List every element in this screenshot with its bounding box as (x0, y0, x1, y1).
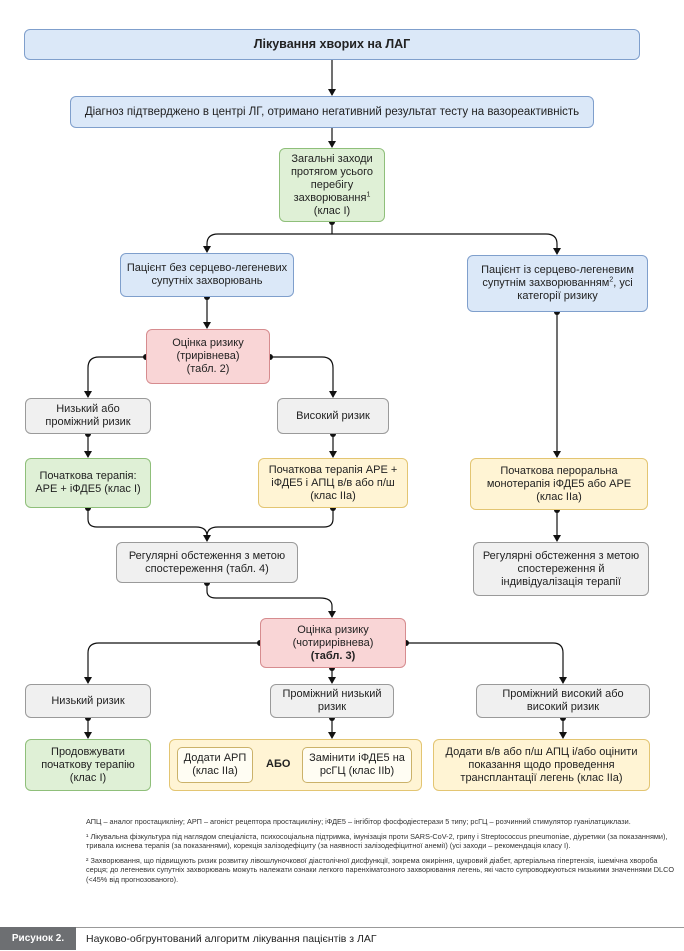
low-intermediate-risk-box: Низький або проміжний ризик (25, 398, 151, 434)
patient-comorbidity-box: Пацієнт із серцево-легеневим супутнім за… (467, 255, 648, 312)
arrow-split-right (332, 233, 561, 255)
risk4-line3: (табл. 3) (310, 649, 356, 662)
general-measures-text: Загальні заходи протягом усього перебігу… (290, 152, 374, 204)
arrow-risk3-high (270, 356, 337, 398)
diagram-title: Лікування хворих на ЛАГ (24, 29, 640, 60)
line-therapy2-merge (206, 508, 334, 537)
intermediate-high-risk-box: Проміжний високий або високий ризик (476, 684, 650, 718)
risk-assessment-3-level-box: Оцінка ризику (трирівнева) (табл. 2) (146, 329, 270, 384)
general-measures-class: (клас I) (313, 204, 351, 217)
figure-caption: Науково-обгрунтований алгоритм лікування… (86, 932, 377, 945)
followup-2-box: Регулярні обстеження з метою спостережен… (473, 542, 649, 596)
patient-no-comorbidity-box: Пацієнт без серцево-легеневих супутніх з… (120, 253, 294, 297)
arrow-split-left (203, 233, 332, 253)
initial-therapy-1-box: Початкова терапія: АРЕ + іФДЕ5 (клас I) (25, 458, 151, 508)
risk3-line1: Оцінка ризику (172, 337, 244, 349)
risk3-line2: (трирівнева) (176, 350, 240, 362)
figure-label: Рисунок 2. (0, 927, 76, 950)
arrow-risk4-low (84, 642, 260, 684)
add-apc-box: Додати в/в або п/ш АПЦ і/або оцінити пок… (433, 739, 650, 791)
arrow-therapy1-followup (87, 508, 211, 542)
intermediate-low-risk-box: Проміжний низький ризик (270, 684, 394, 718)
footnote-ref-2: 2 (609, 276, 614, 284)
arrow-risk4-high (406, 642, 567, 684)
or-label: АБО (266, 758, 291, 770)
risk4-line2: (чотирирівнева) (292, 636, 374, 649)
risk4-line1: Оцінка ризику (297, 623, 369, 636)
arrow-risk3-low (84, 356, 146, 398)
risk3-line3: (табл. 2) (186, 363, 230, 375)
high-risk-box: Високий ризик (277, 398, 389, 434)
followup-1-box: Регулярні обстеження з метою спостережен… (116, 542, 298, 583)
low-risk-box: Низький ризик (25, 684, 151, 718)
patient-comorbidity-text: Пацієнт із серцево-легеневим супутнім за… (481, 264, 634, 289)
risk-assessment-4-level-box: Оцінка ризику (чотирирівнева) (табл. 3) (260, 618, 406, 668)
footnotes: АПЦ – аналог простацикліну; АРП – агоніс… (86, 817, 676, 889)
general-measures-box: Загальні заходи протягом усього перебігу… (279, 148, 385, 222)
patient-comorbidity-tail: , усі категорії ризику (517, 277, 633, 302)
footnote-2: ² Захворювання, що підвищують ризик розв… (86, 855, 675, 884)
replace-pde5-box: Замінити іФДЕ5 на рсГЦ (клас IIb) (302, 747, 412, 783)
diagnosis-box: Діагноз підтверджено в центрі ЛГ, отрима… (70, 96, 594, 128)
caption-bar (0, 927, 684, 951)
footnote-ref-1: 1 (366, 190, 371, 198)
arrow-followup-risk4 (206, 583, 336, 618)
footnote-1: ¹ Лікувальна фізкультура під наглядом сп… (86, 831, 668, 851)
abbreviations-note: АПЦ – аналог простацикліну; АРП – агоніс… (86, 817, 631, 826)
initial-therapy-2-box: Початкова терапія АРЕ + іФДЕ5 і АПЦ в/в … (258, 458, 408, 508)
continue-therapy-box: Продовжувати початкову терапію (клас I) (25, 739, 151, 791)
add-arp-box: Додати АРП (клас IIa) (177, 747, 253, 783)
initial-therapy-3-box: Початкова пероральна монотерапія іФДЕ5 а… (470, 458, 648, 510)
